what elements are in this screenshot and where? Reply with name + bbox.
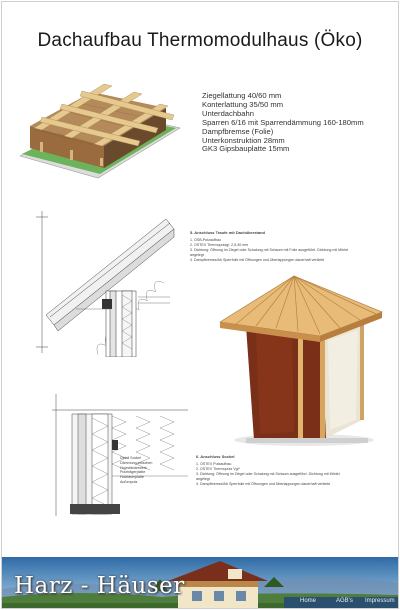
spec-line: Konterlattung 35/50 mm <box>202 99 284 109</box>
detail-label-line: Außenputz <box>120 479 138 484</box>
spec-line: Dampfbremse (Folie) <box>202 126 274 136</box>
detail-label-line: Detail Sockel <box>120 456 141 460</box>
detail-label-line: Dämmung zwischen <box>120 460 153 465</box>
eaves-note-line: 2. OSTEX Thermoputzgl. 2,5-30 mm <box>190 243 249 248</box>
spec-line: Ziegellattung 40/60 mm <box>202 91 282 100</box>
base-note-line: 2. OSTEX Thermoputz Vgl* <box>196 467 240 472</box>
base-detail-drawing <box>52 394 188 516</box>
eaves-note-line: 4. Dampfbremse/Ab Sperrfolie mit Öffnung… <box>190 258 325 263</box>
base-note-line: 4. Dampfbremse/Ab Sperrfolie mit Öffnung… <box>196 482 331 487</box>
detail-label-line: Putzträgerplatte <box>120 470 146 475</box>
base-note-line: angelegt <box>196 477 210 482</box>
eaves-note-line: angelegt <box>190 253 204 258</box>
detail-label: Detail Sockel Dämmung zwischen Holzständ… <box>120 456 152 485</box>
spec-line: GK3 Gipsbauplatte 15mm <box>202 144 290 154</box>
spec-line: Unterkonstruktion 28mm <box>202 135 285 145</box>
eaves-note-heading: 5. Anschluss Traufe mit Dachüberstand <box>190 230 265 235</box>
base-note-heading: 6. Anschluss Sockel <box>196 454 235 459</box>
nav-home[interactable]: Home <box>300 598 317 604</box>
eaves-note: 5. Anschluss Traufe mit Dachüberstand 1.… <box>190 230 348 264</box>
base-note-line: 3. Dichtung: Öffnung im Ziegel oder Scha… <box>196 472 340 477</box>
footer-nav-bar <box>284 597 398 608</box>
roof-spec-list: Ziegellattung 40/60 mm Konterlattung 35/… <box>202 91 364 154</box>
eaves-note-line: 1. OSB-Putzaufbau <box>190 238 221 243</box>
eaves-note-line: 3. Dichtung: Öffnung im Ziegel oder Scha… <box>190 248 349 253</box>
page-title: Dachaufbau Thermomodulhaus (Öko) <box>37 30 363 51</box>
eaves-detail-drawing <box>36 211 175 357</box>
base-note: 6. Anschluss Sockel 1. OSTEX Putzaufbau … <box>196 454 340 488</box>
brand-logo: Harz - Häuser <box>14 573 185 599</box>
roof-layers-illustration <box>19 83 181 179</box>
nav-impressum[interactable]: Impressum <box>365 598 395 604</box>
base-note-line: 1. OSTEX Putzaufbau <box>196 462 232 467</box>
nav-agb[interactable]: AGB's <box>336 598 353 604</box>
spec-line: Unterdachbahn <box>202 108 254 118</box>
garden-house-illustration <box>219 275 383 446</box>
spec-line: Sparren 6/16 mit Sparrendämmung 160-180m… <box>202 117 364 127</box>
detail-label-line: Holzständerwerk <box>120 465 147 470</box>
detail-label-line: Holzfaserplatte <box>120 475 144 480</box>
